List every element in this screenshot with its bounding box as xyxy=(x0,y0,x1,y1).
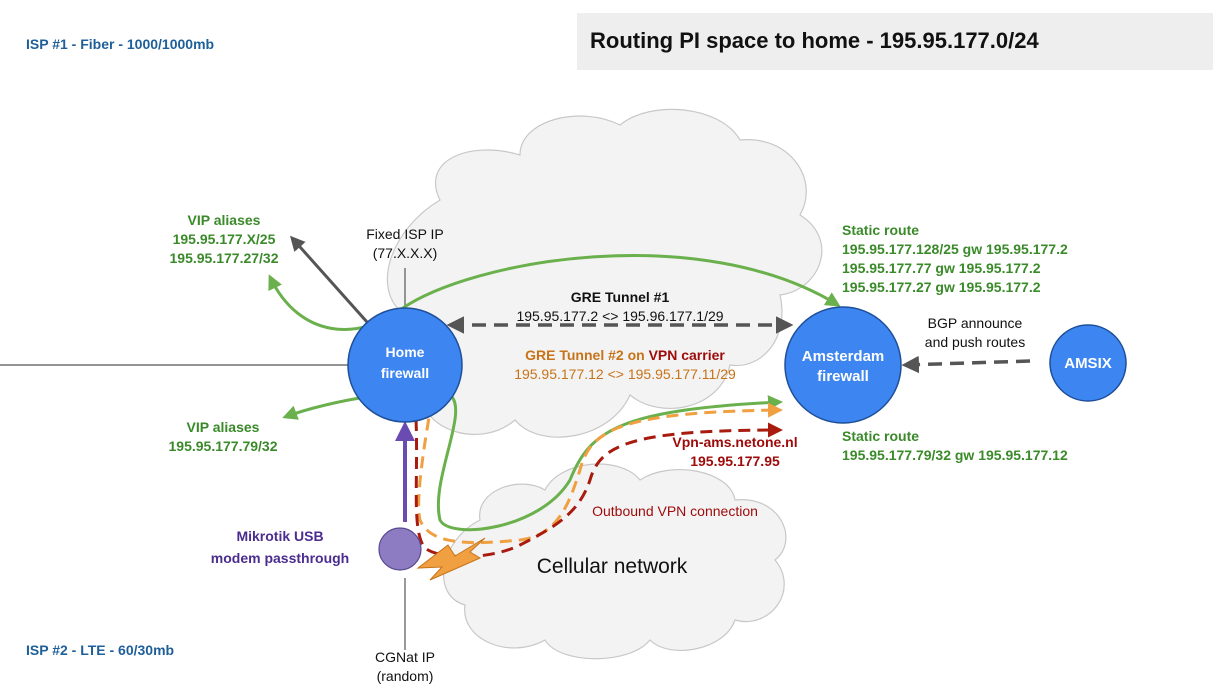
static-route-bottom-heading: Static route xyxy=(842,428,919,444)
page-title: Routing PI space to home - 195.95.177.0/… xyxy=(590,28,1039,53)
static-route-top-line-3: 195.95.177.27 gw 195.95.177.2 xyxy=(842,279,1041,295)
lightning-icon xyxy=(416,537,486,581)
bgp-label-2: and push routes xyxy=(925,334,1025,350)
static-route-top-line-1: 195.95.177.128/25 gw 195.95.177.2 xyxy=(842,241,1068,257)
cgnat-label-1: CGNat IP xyxy=(375,649,435,665)
isp1-label: ISP #1 - Fiber - 1000/1000mb xyxy=(26,36,214,52)
cellular-network-label: Cellular network xyxy=(537,555,688,578)
amsix-node[interactable] xyxy=(1049,324,1127,402)
home-firewall-label-2: firewall xyxy=(381,365,429,381)
gre-tunnel-2-path xyxy=(417,397,783,545)
static-route-top-heading: Static route xyxy=(842,222,919,238)
amsterdam-firewall-label-1: Amsterdam xyxy=(802,348,885,365)
static-route-top-line-2: 195.95.177.77 gw 195.95.177.2 xyxy=(842,260,1041,276)
outbound-vpn-label: Outbound VPN connection xyxy=(592,503,758,519)
gre1-addresses: 195.95.177.2 <> 195.96.177.1/29 xyxy=(516,308,723,324)
home-firewall-node[interactable] xyxy=(347,307,463,423)
cgnat-label-2: (random) xyxy=(377,668,434,684)
bgp-arrow xyxy=(901,355,1031,374)
gre2-heading: GRE Tunnel #2 on VPN carrier xyxy=(525,347,725,363)
vpn-path xyxy=(413,399,783,559)
green-route-top xyxy=(268,254,841,331)
fixed-ip-label-1: Fixed ISP IP xyxy=(366,226,444,242)
mikrotik-label-1: Mikrotik USB xyxy=(236,528,323,544)
mikrotik-node[interactable] xyxy=(378,527,422,571)
home-firewall-label-1: Home xyxy=(386,344,425,360)
amsterdam-firewall-node[interactable] xyxy=(784,306,902,424)
gre1-heading: GRE Tunnel #1 xyxy=(571,289,670,305)
mikrotik-label-2: modem passthrough xyxy=(211,550,349,566)
amsterdam-firewall-label-2: firewall xyxy=(817,368,869,385)
vip-top-heading: VIP aliases xyxy=(188,212,261,228)
gre2-addresses: 195.95.177.12 <> 195.95.177.11/29 xyxy=(514,366,736,382)
vip-top-line-2: 195.95.177.27/32 xyxy=(170,250,279,266)
vpn-endpoint-label-1: Vpn-ams.netone.nl xyxy=(672,434,797,450)
fiber-isp-arrow xyxy=(290,235,369,323)
vip-top-line-1: 195.95.177.X/25 xyxy=(173,231,276,247)
isp2-label: ISP #2 - LTE - 60/30mb xyxy=(26,642,174,658)
title-box xyxy=(577,13,1213,70)
static-route-bottom-line-1: 195.95.177.79/32 gw 195.95.177.12 xyxy=(842,447,1068,463)
vip-bottom-heading: VIP aliases xyxy=(187,419,260,435)
bgp-label-1: BGP announce xyxy=(928,315,1023,331)
vip-bottom-line-1: 195.95.177.79/32 xyxy=(169,438,278,454)
fixed-ip-label-2: (77.X.X.X) xyxy=(373,245,438,261)
amsix-label: AMSIX xyxy=(1064,355,1112,372)
vpn-endpoint-label-2: 195.95.177.95 xyxy=(690,453,780,469)
